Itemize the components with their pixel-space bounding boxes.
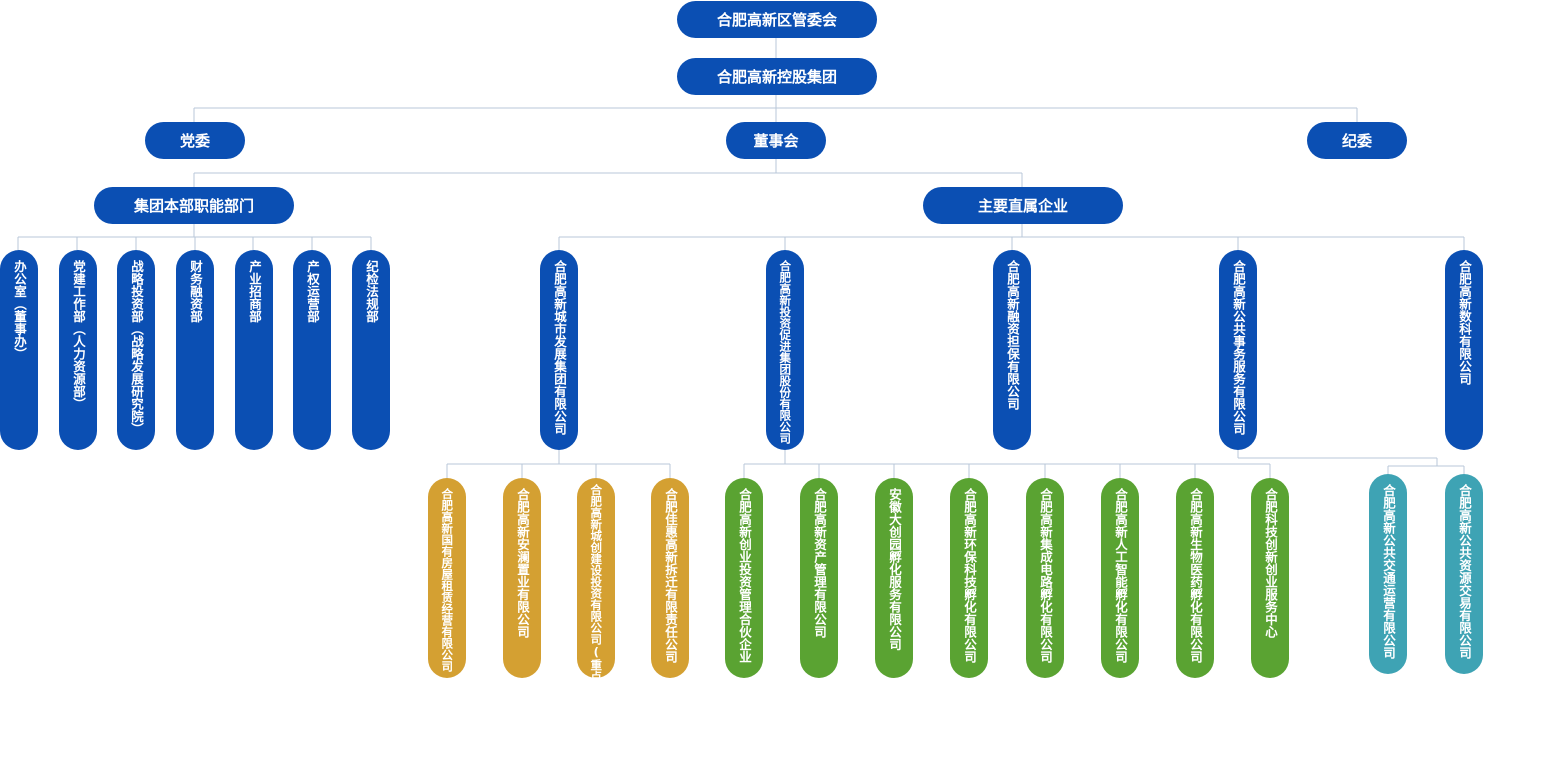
node-discipline: 纪委 bbox=[1307, 122, 1407, 159]
dept-discipline-law: 纪检法规部 bbox=[352, 250, 390, 450]
dept-finance: 财务融资部 bbox=[176, 250, 214, 450]
dept-office: 办公室（董事办） bbox=[0, 250, 38, 450]
dept-investment-promotion: 产业招商部 bbox=[235, 250, 273, 450]
dept-strategy: 战略投资部（战略发展研究院） bbox=[117, 250, 155, 450]
node-board: 董事会 bbox=[726, 122, 826, 159]
connector-lines bbox=[17, 37, 1465, 478]
company-investment-promotion: 合肥高新投资促进集团股份有限公司 bbox=[766, 250, 804, 450]
sub-public-transport: 合肥高新公共交通运营有限公司 bbox=[1369, 474, 1407, 674]
node-main-subsidiaries: 主要直属企业 bbox=[923, 187, 1123, 224]
node-party: 党委 bbox=[145, 122, 245, 159]
sub-ic-incubation: 合肥高新集成电路孵化有限公司 bbox=[1026, 478, 1064, 678]
sub-chengchuang-construction: 合肥高新城创建设投资有限公司(重点工程管理中心) bbox=[577, 478, 615, 765]
node-hq-departments: 集团本部职能部门 bbox=[94, 187, 294, 224]
company-financing-guarantee: 合肥高新融资担保有限公司 bbox=[993, 250, 1031, 450]
sub-venture-capital: 合肥高新创业投资管理合伙企业 bbox=[725, 478, 763, 678]
dept-property: 产权运营部 bbox=[293, 250, 331, 450]
company-city-development: 合肥高新城市发展集团有限公司 bbox=[540, 250, 578, 450]
sub-biomedicine-incubation: 合肥高新生物医药孵化有限公司 bbox=[1176, 478, 1214, 678]
sub-innovation-service-center: 合肥科技创新创业服务中心 bbox=[1251, 478, 1289, 678]
sub-anlan-property: 合肥高新安澜置业有限公司 bbox=[503, 478, 541, 678]
sub-public-resources-exchange: 合肥高新公共资源交易有限公司 bbox=[1445, 474, 1483, 674]
sub-asset-management: 合肥高新资产管理有限公司 bbox=[800, 478, 838, 678]
sub-environmental-incubation: 合肥高新环保科技孵化有限公司 bbox=[950, 478, 988, 678]
node-committee: 合肥高新区管委会 bbox=[677, 1, 877, 38]
dept-party-building: 党建工作部（人力资源部） bbox=[59, 250, 97, 450]
sub-ai-incubation: 合肥高新人工智能孵化有限公司 bbox=[1101, 478, 1139, 678]
sub-housing-lease: 合肥高新国有房屋租赁经营有限公司 bbox=[428, 478, 466, 678]
node-group: 合肥高新控股集团 bbox=[677, 58, 877, 95]
sub-dachuang-incubation: 安徽大创园孵化服务有限公司 bbox=[875, 478, 913, 678]
sub-jiahui-demolition: 合肥佳惠高新拆迁有限责任公司 bbox=[651, 478, 689, 678]
company-public-affairs: 合肥高新公共事务服务有限公司 bbox=[1219, 250, 1257, 450]
company-digital-tech: 合肥高新数科有限公司 bbox=[1445, 250, 1483, 450]
